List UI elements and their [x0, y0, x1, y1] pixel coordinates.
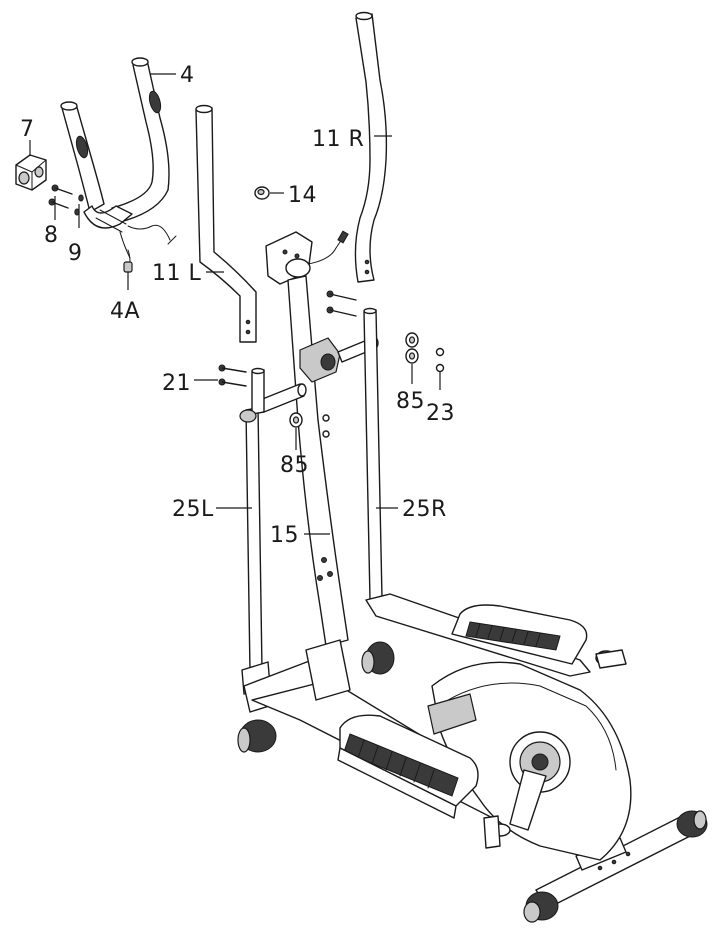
label-85-left: 85	[280, 453, 309, 478]
part-25l-left-pedal-arm	[239, 367, 265, 673]
label-8: 8	[44, 223, 59, 248]
label-11r: 11 R	[312, 127, 364, 152]
label-21: 21	[162, 371, 191, 396]
part-85-washers-right	[405, 332, 419, 364]
label-4: 4	[180, 63, 195, 88]
label-25r: 25R	[402, 497, 447, 522]
part-85-washers-left	[289, 412, 330, 438]
part-14-knob	[254, 186, 270, 200]
label-23: 23	[426, 401, 455, 426]
part-7-end-cap	[15, 154, 47, 191]
part-11r-right-arm	[354, 11, 388, 283]
part-4-handlebar	[60, 57, 177, 259]
label-25l: 25L	[172, 497, 214, 522]
label-11l: 11 L	[152, 261, 201, 286]
leader-lines	[29, 73, 441, 535]
part-25r-right-pedal-arm	[363, 307, 383, 601]
part-21-bolts	[218, 364, 247, 387]
label-85-right: 85	[396, 389, 425, 414]
label-7: 7	[20, 117, 35, 142]
label-4a: 4A	[110, 299, 140, 324]
part-23-nuts	[435, 347, 445, 373]
part-11l-left-arm	[195, 104, 257, 343]
left-pedal	[337, 714, 479, 819]
right-bolts	[326, 290, 357, 317]
right-pedal	[451, 604, 627, 669]
label-9: 9	[68, 241, 83, 266]
label-14: 14	[288, 183, 317, 208]
label-15: 15	[270, 523, 299, 548]
console-mount-plate	[265, 230, 349, 285]
part-8-bolts	[48, 184, 73, 209]
part-9-washers	[74, 194, 84, 216]
